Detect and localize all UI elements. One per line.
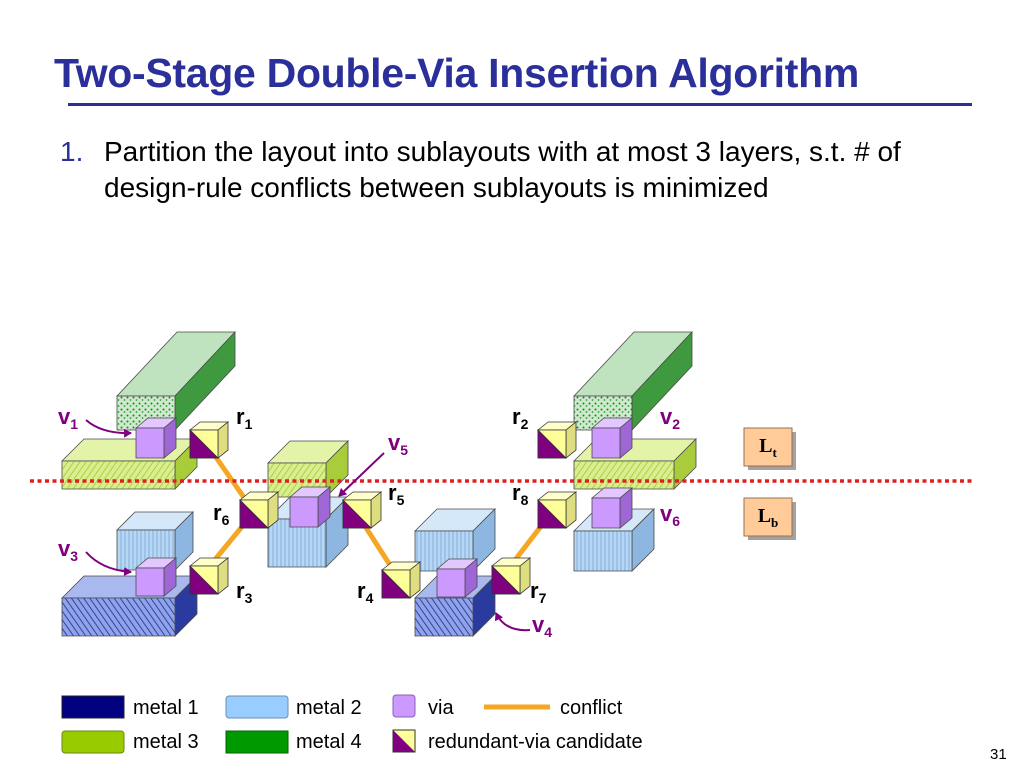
candidate-r4 — [380, 561, 422, 599]
svg-text:r1: r1 — [236, 404, 253, 432]
label-v1: v — [58, 404, 71, 429]
legend-label-via: via — [428, 697, 454, 719]
label-v2: v — [660, 404, 673, 429]
candidate-r8 — [536, 491, 578, 529]
legend-swatch-metal-2 — [225, 695, 289, 719]
via-v2-front — [591, 427, 621, 459]
svg-text:r2: r2 — [512, 404, 529, 432]
svg-text:Lb: Lb — [758, 505, 779, 530]
title-underline — [68, 103, 972, 106]
legend-label-metal-2: metal 2 — [296, 697, 362, 719]
arrow-v1 — [85, 419, 132, 438]
candidate-r6 — [238, 491, 280, 529]
bullet-item: 1. Partition the layout into sublayouts … — [60, 134, 984, 206]
legend-swatch-metal-4 — [225, 730, 289, 754]
metal2-right-front — [573, 530, 633, 572]
bullet-number: 1. — [60, 136, 84, 167]
label-r7: r — [530, 578, 539, 603]
candidate-r3 — [188, 557, 230, 595]
svg-text:r3: r3 — [236, 578, 253, 606]
svg-text:v1: v1 — [58, 404, 78, 432]
svg-text:v6: v6 — [660, 501, 680, 529]
label-v6: v — [660, 501, 673, 526]
legend-label-redundant-via: redundant-via candidate — [428, 731, 643, 753]
label-arrows — [85, 419, 531, 632]
svg-text:r7: r7 — [530, 578, 547, 606]
legend: metal 1 metal 2 via conflict metal 3 met… — [61, 694, 643, 754]
label-r4: r — [357, 578, 366, 603]
legend-label-metal-1: metal 1 — [133, 697, 199, 719]
metal3-right-front — [573, 460, 675, 490]
via-v6-front — [591, 497, 621, 529]
svg-text:r4: r4 — [357, 578, 374, 606]
svg-text:r8: r8 — [512, 480, 529, 508]
svg-text:Lt: Lt — [759, 435, 777, 460]
candidate-r1 — [188, 421, 230, 459]
via-v3-front — [135, 567, 165, 597]
sublayout-box-bottom: Lb — [743, 497, 796, 540]
label-r8: r — [512, 480, 521, 505]
metal1-mid-front — [414, 597, 474, 637]
sublayout-box-top: Lt — [743, 427, 796, 470]
arrow-v3 — [85, 551, 132, 577]
label-r2: r — [512, 404, 521, 429]
label-r1: r — [236, 404, 245, 429]
svg-text:v4: v4 — [532, 612, 552, 640]
bullet-text: Partition the layout into sublayouts wit… — [104, 136, 901, 203]
layout-structures — [61, 330, 697, 637]
metal1-left-top — [61, 575, 198, 599]
candidate-layer — [188, 421, 578, 599]
via-v1-front — [135, 427, 165, 459]
svg-text:r6: r6 — [213, 500, 230, 528]
metal3-left-top — [61, 438, 198, 462]
metal3-left-front — [61, 460, 176, 490]
candidate-r7 — [490, 557, 532, 595]
candidate-r5 — [341, 491, 383, 529]
legend-swatch-metal-1 — [61, 695, 125, 719]
sublayout-label-Lb: L — [758, 505, 771, 527]
arrow-v4 — [494, 612, 531, 632]
slide-number: 31 — [990, 746, 1007, 763]
legend-label-metal-3: metal 3 — [133, 731, 199, 753]
metal1-left-front — [61, 597, 176, 637]
svg-text:v2: v2 — [660, 404, 680, 432]
label-v5: v — [388, 430, 401, 455]
arrow-v5 — [338, 452, 385, 497]
label-r6: r — [213, 500, 222, 525]
slide-title: Two-Stage Double-Via Insertion Algorithm — [54, 50, 859, 96]
via-v5-front — [289, 496, 319, 528]
label-v3: v — [58, 536, 71, 561]
candidate-r2 — [536, 421, 578, 459]
svg-text:v5: v5 — [388, 430, 408, 458]
label-r5: r — [388, 480, 397, 505]
legend-label-metal-4: metal 4 — [296, 731, 362, 753]
legend-swatch-redundant-via — [392, 729, 416, 753]
candidate-labels: r1 r2 r3 r4 r5 r6 r7 r8 — [213, 404, 547, 606]
sublayout-label-Lt: L — [759, 435, 772, 457]
legend-swatch-metal-3 — [61, 730, 125, 754]
legend-swatch-via — [392, 694, 416, 718]
via-v4-front — [436, 568, 466, 598]
svg-text:v3: v3 — [58, 536, 78, 564]
label-r3: r — [236, 578, 245, 603]
legend-label-conflict: conflict — [560, 697, 623, 719]
svg-text:r5: r5 — [388, 480, 405, 508]
via-labels: v1 v2 v3 v4 v5 v6 — [58, 404, 680, 640]
label-v4: v — [532, 612, 545, 637]
